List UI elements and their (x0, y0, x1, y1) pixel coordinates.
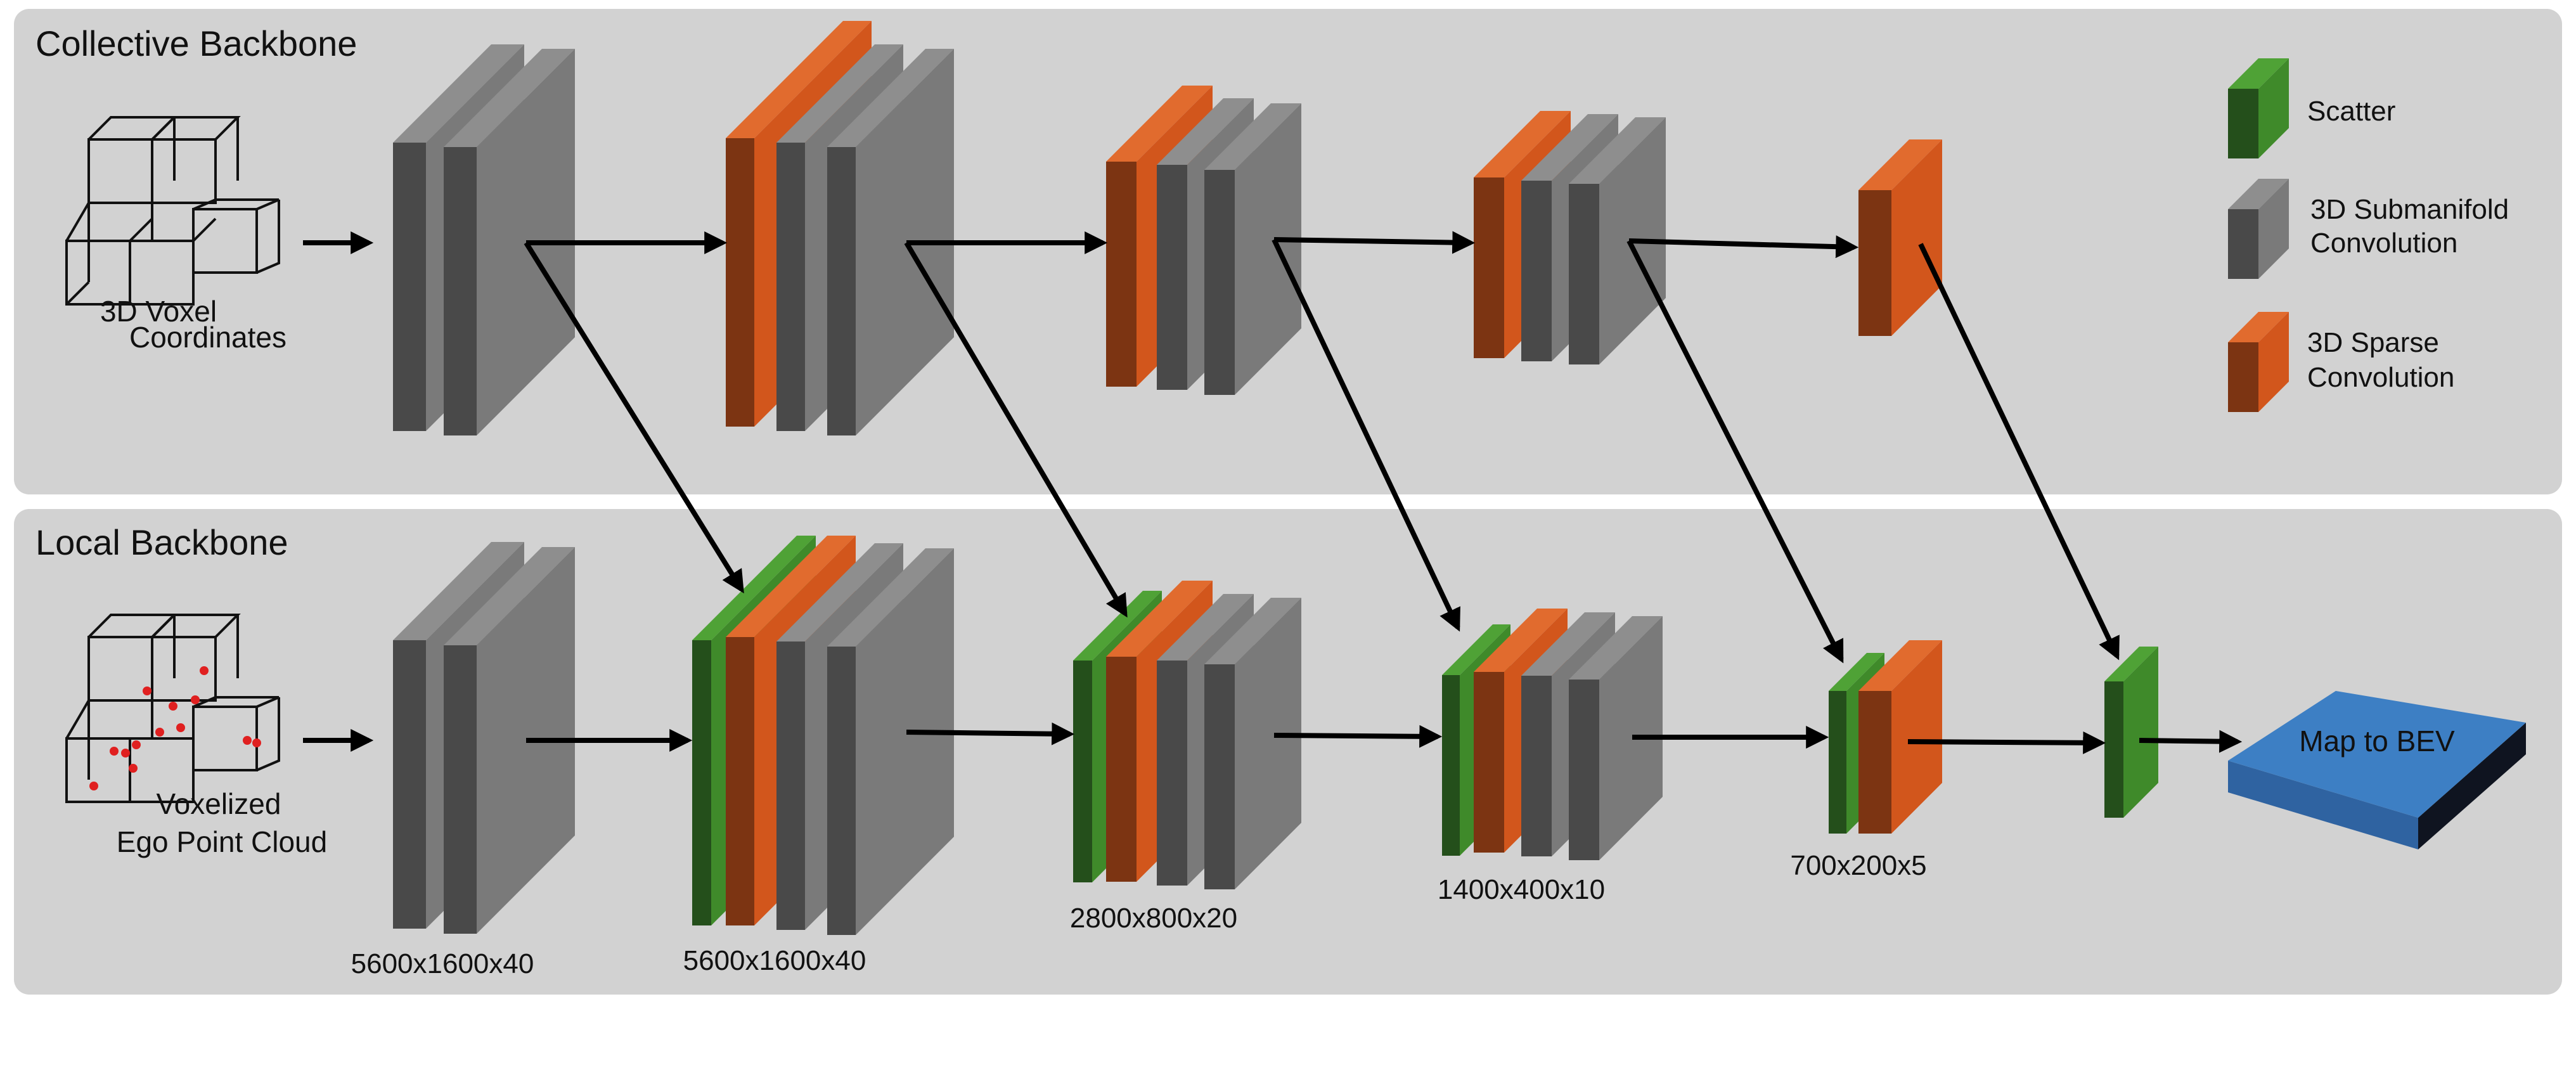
collective-stage3-submanifold-layer (1204, 103, 1301, 395)
legend-sparse-icon (2228, 312, 2289, 412)
local-input-label-line2: Ego Point Cloud (117, 825, 327, 858)
map-to-bev-label: Map to BEV (2299, 725, 2455, 757)
legend-sparse-label-line2: Convolution (2307, 362, 2454, 393)
collective-input-label-line2: Coordinates (129, 321, 287, 354)
legend-scatter-label: Scatter (2307, 96, 2395, 127)
voxel-grid-icon (65, 116, 280, 306)
local-backbone-title: Local Backbone (35, 522, 288, 562)
legend-submanifold-label-line2: Convolution (2310, 228, 2457, 259)
collective-arrow-3-4 (1273, 231, 1476, 254)
collective-stage5-sparse-layer (1858, 139, 1942, 336)
local-arrow-2-3 (906, 722, 1075, 745)
collective-backbone-title: Collective Backbone (35, 23, 357, 63)
point-cloud-dots (89, 666, 261, 790)
local-stage6-scatter-layer (2104, 647, 2158, 818)
local-stage2-submanifold-layer (827, 548, 954, 935)
legend-sparse-label-line1: 3D Sparse (2307, 327, 2439, 358)
connection-arrows (303, 231, 2243, 754)
collective-input-label-line1: 3D Voxel (100, 295, 217, 328)
local-stage1-submanifold-layer (444, 547, 575, 934)
stage2-dimension-label: 5600x1600x40 (683, 945, 866, 976)
stage3-dimension-label: 2800x800x20 (1070, 903, 1237, 934)
stage1-dimension-label: 5600x1600x40 (351, 948, 534, 979)
stage5-dimension-label: 700x200x5 (1790, 850, 1926, 881)
scatter-arrow-stage2 (524, 241, 744, 594)
collective-stage1-submanifold-layer (444, 49, 575, 435)
collective-arrow-4-5 (1628, 235, 1859, 259)
collective-stage2-submanifold-layer (827, 49, 954, 435)
conv-layers (393, 21, 2289, 935)
scatter-arrow-stage6 (1918, 243, 2120, 661)
scatter-arrow-stage3 (904, 241, 1128, 618)
local-arrow-3-4 (1273, 725, 1443, 748)
point-cloud-voxel-icon (65, 614, 280, 803)
scatter-arrow-stage5 (1626, 240, 1844, 664)
bev-output-arrow (2139, 730, 2243, 753)
legend-submanifold-icon (2228, 179, 2289, 279)
legend-scatter-icon (2228, 58, 2289, 158)
scatter-arrow-stage4 (1272, 238, 1460, 632)
local-input-label-line1: Voxelized (157, 787, 281, 820)
local-stage5-sparse-layer (1858, 640, 1942, 834)
map-to-bev-block (2228, 691, 2526, 849)
local-arrow-5-6 (1907, 731, 2106, 754)
local-stage3-submanifold-layer (1204, 598, 1301, 889)
stage4-dimension-label: 1400x400x10 (1438, 874, 1605, 905)
legend-submanifold-label-line1: 3D Submanifold (2310, 194, 2509, 225)
local-stage4-submanifold-layer (1569, 616, 1663, 860)
